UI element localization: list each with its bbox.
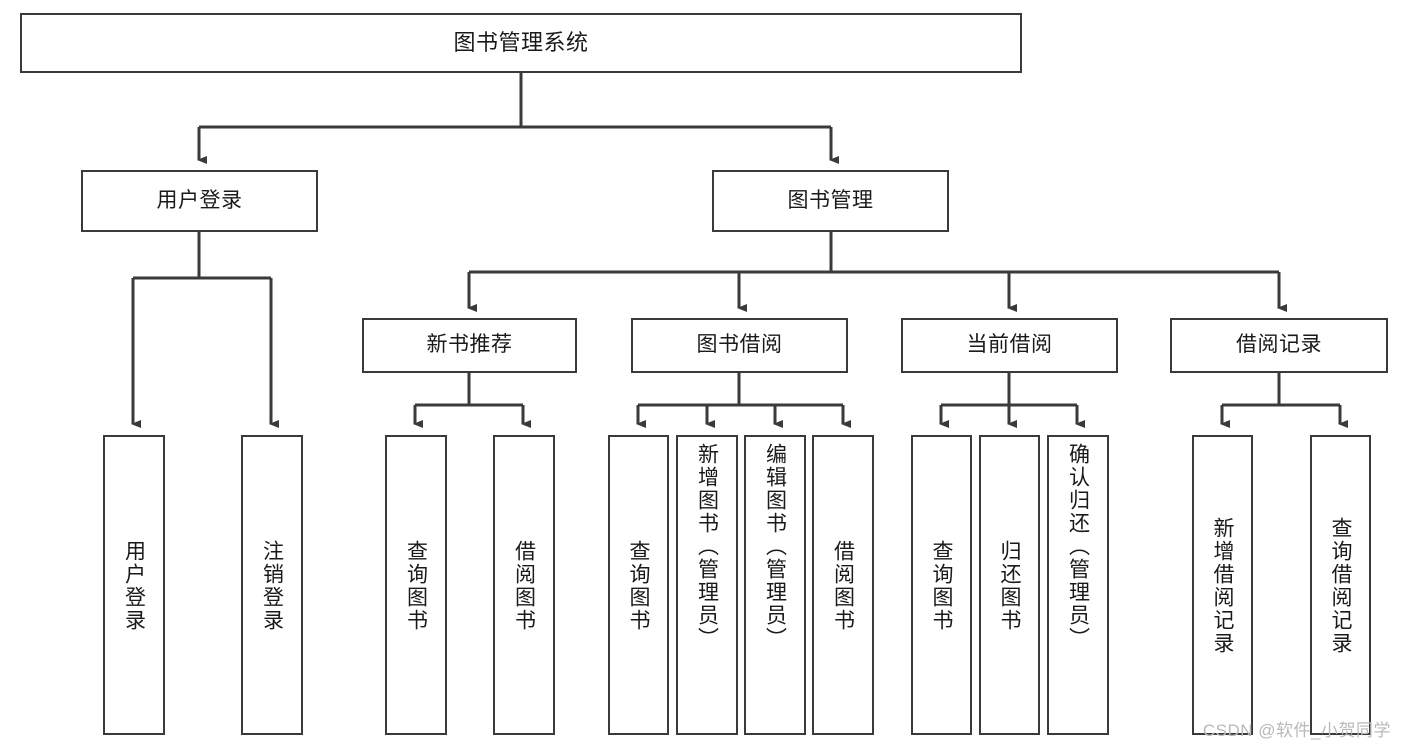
node-label: 用户登录: [156, 188, 243, 212]
leaf-logout[interactable]: 注销登录: [241, 435, 303, 735]
leaf-borrow-add-book-admin[interactable]: 新增图书（管理员）: [676, 435, 738, 735]
node-current-borrowing[interactable]: 当前借阅: [901, 318, 1118, 373]
node-book-management[interactable]: 图书管理: [712, 170, 949, 232]
csdn-watermark: CSDN @软件_小贺同学: [1202, 721, 1391, 740]
leaf-current-return-books[interactable]: 归还图书: [979, 435, 1040, 735]
node-label: 新书推荐: [426, 333, 513, 357]
node-label: 编辑图书（管理员）: [763, 443, 787, 650]
leaf-newbook-query-books[interactable]: 查询图书: [385, 435, 447, 735]
node-label: 图书管理: [787, 188, 874, 212]
leaf-borrow-edit-book-admin[interactable]: 编辑图书（管理员）: [744, 435, 806, 735]
node-label: 确认归还（管理员）: [1066, 443, 1090, 650]
node-root-book-management-system[interactable]: 图书管理系统: [20, 13, 1022, 73]
leaf-records-add-record[interactable]: 新增借阅记录: [1192, 435, 1253, 735]
node-label: 借阅图书: [831, 540, 855, 632]
node-label: 借阅图书: [512, 540, 536, 632]
node-user-login[interactable]: 用户登录: [81, 170, 318, 232]
node-label: 归还图书: [998, 540, 1021, 632]
node-label: 查询图书: [404, 540, 428, 632]
node-label: 查询借阅记录: [1329, 517, 1352, 655]
node-borrowing-records[interactable]: 借阅记录: [1170, 318, 1388, 373]
node-label: 查询图书: [930, 540, 953, 632]
leaf-borrow-query-books[interactable]: 查询图书: [608, 435, 669, 735]
leaf-records-query-record[interactable]: 查询借阅记录: [1310, 435, 1371, 735]
node-label: 查询图书: [627, 540, 650, 632]
leaf-current-confirm-return-admin[interactable]: 确认归还（管理员）: [1047, 435, 1109, 735]
node-label: 新增图书（管理员）: [695, 443, 719, 650]
node-new-book-recommendation[interactable]: 新书推荐: [362, 318, 577, 373]
node-label: 图书借阅: [696, 333, 783, 357]
node-label: 注销登录: [260, 540, 284, 632]
leaf-current-query-books[interactable]: 查询图书: [911, 435, 972, 735]
node-label: 新增借阅记录: [1211, 517, 1234, 655]
node-book-borrowing[interactable]: 图书借阅: [631, 318, 848, 373]
node-label: 当前借阅: [966, 333, 1053, 357]
node-label: 借阅记录: [1236, 333, 1322, 357]
leaf-borrow-borrow-books[interactable]: 借阅图书: [812, 435, 874, 735]
node-label: 用户登录: [122, 540, 146, 632]
node-label: 图书管理系统: [453, 30, 589, 56]
leaf-newbook-borrow-books[interactable]: 借阅图书: [493, 435, 555, 735]
leaf-user-login[interactable]: 用户登录: [103, 435, 165, 735]
